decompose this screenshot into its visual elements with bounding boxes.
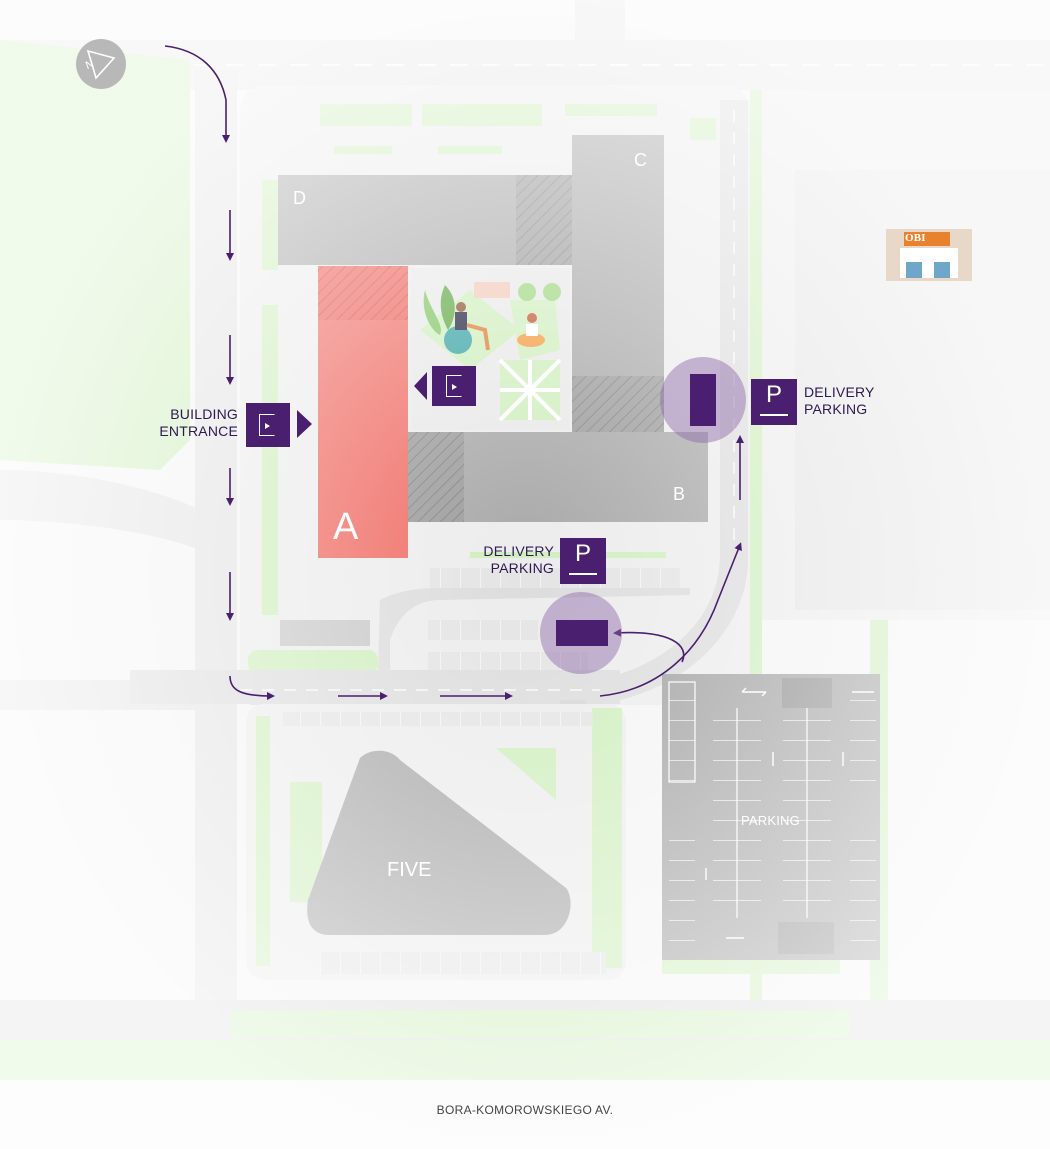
delivery-parking-right-label: DELIVERY PARKING	[804, 384, 875, 418]
building-d-label: D	[293, 188, 306, 208]
street-name: BORA-KOMOROWSKIEGO AV.	[436, 1103, 614, 1117]
delivery-left-line1: DELIVERY	[483, 543, 554, 559]
traffic-arrows	[164, 45, 744, 700]
delivery-right-line2: PARKING	[804, 401, 868, 417]
parking-sign-icon-left[interactable]: P	[560, 538, 606, 584]
building-entrance-icon[interactable]	[246, 403, 290, 447]
parking-sign-icon-right[interactable]: P	[751, 379, 797, 425]
courtyard-entrance-arrow-icon	[414, 372, 427, 400]
building-entrance-line1: BUILDING	[170, 406, 238, 422]
delivery-left-line2: PARKING	[490, 560, 554, 576]
building-five-label: FIVE	[387, 859, 432, 881]
building-a-label: A	[333, 506, 359, 548]
obi-store-label: OBI	[905, 232, 926, 244]
building-entrance-label: BUILDING ENTRANCE	[150, 406, 238, 440]
building-c-label: C	[634, 150, 647, 170]
parking-sign-letter: P	[765, 381, 782, 408]
delivery-parking-left-label: DELIVERY PARKING	[470, 543, 554, 577]
entrance-arrow-icon	[297, 410, 312, 438]
store-icon	[886, 229, 972, 281]
parking-sign-letter: P	[574, 540, 591, 567]
north-arrow-icon[interactable]	[76, 39, 126, 89]
building-entrance-line2: ENTRANCE	[159, 423, 238, 439]
parking-garage-label: PARKING	[741, 813, 800, 828]
delivery-right-line1: DELIVERY	[804, 384, 875, 400]
building-b-label: B	[673, 484, 686, 504]
courtyard-entrance-icon[interactable]	[432, 366, 476, 406]
